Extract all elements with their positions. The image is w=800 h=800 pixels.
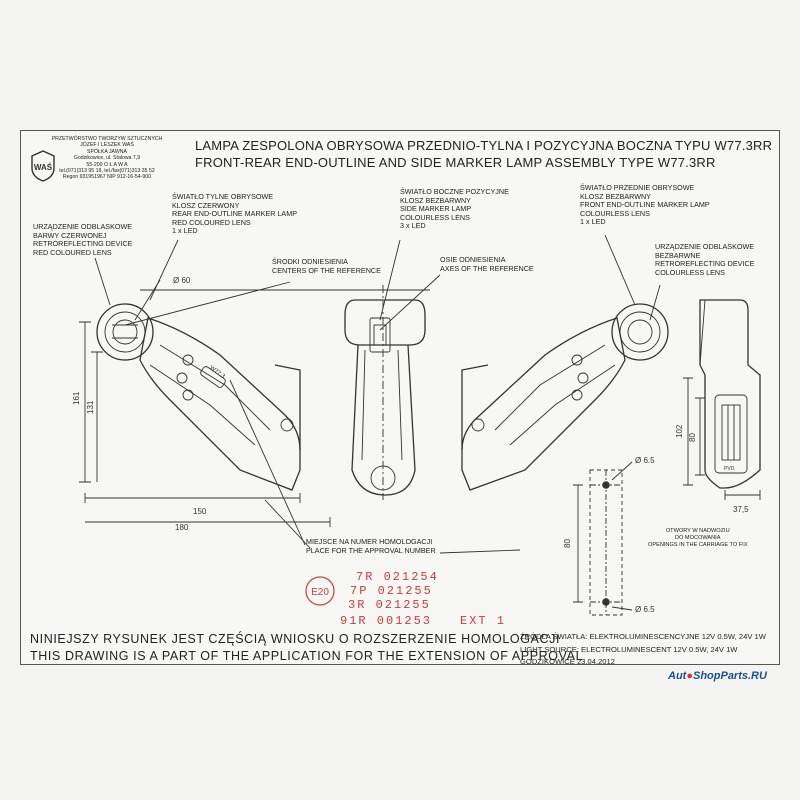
center-view-lamp (344, 285, 426, 500)
label-front-lamp: ŚWIATŁO PRZEDNIE OBRYSOWE KLOSZ BEZBARWN… (580, 183, 710, 227)
company-line: PRZETWÓRSTWO TWORZYW SZTUCZNYCH (51, 136, 163, 142)
company-line: Regon 931951967 NIP 912-16-54-900 (62, 174, 152, 181)
company-line: Godzikowice, ul. Stalowa 7,9 (73, 155, 141, 162)
dim-d60: Ø 60 (173, 276, 191, 285)
watermark: Aut●ShopParts.RU (668, 670, 767, 682)
dim-102: 102 (675, 424, 684, 438)
dim-80: 80 (688, 433, 697, 442)
approval-code-7p: 7P 021255 (350, 584, 433, 598)
label-centers-reference: ŚRODKI ODNIESIENIA CENTERS OF THE REFERE… (272, 257, 381, 275)
left-view-lamp (79, 279, 331, 527)
company-line: tel.(071)313 95 18, tel./fax(071)313 35 … (59, 168, 155, 175)
leader-approval-1 (229, 379, 306, 546)
leader-approval-3 (439, 549, 521, 554)
title-polish: LAMPA ZESPOLONA OBRYSOWA PRZEDNIO-TYLNA … (195, 138, 773, 153)
company-logo: WAŚ (30, 150, 56, 187)
watermark-wheel-icon: ● (686, 670, 693, 682)
approval-code-3r: 3R 021255 (348, 598, 431, 612)
pvd-marking: PVD (724, 466, 735, 472)
dim-80-holes: 80 (563, 539, 572, 548)
dim-150: 150 (193, 507, 207, 516)
approval-ext: EXT 1 (460, 614, 507, 628)
title-english: FRONT-REAR END-OUTLINE AND SIDE MARKER L… (195, 155, 716, 170)
label-axes-reference: OSIE ODNIESIENIA AXES OF THE REFERENCE (440, 255, 534, 273)
note-english: THIS DRAWING IS A PART OF THE APPLICATIO… (30, 649, 584, 663)
company-address: PRZETWÓRSTWO TWORZYW SZTUCZNYCH JÓZEF I … (32, 136, 182, 181)
leader-front-lamp (604, 234, 636, 306)
light-source-english: LIGHT SOURCE: ELECTROLUMINESCENT 12V 0.5… (520, 645, 738, 654)
dim-d6-5-bottom: Ø 6.5 (635, 605, 655, 614)
leader-reflector-red (94, 257, 111, 306)
company-line: JÓZEF I LESZEK WAŚ (80, 142, 134, 149)
approval-code-7r: 7R 021254 (356, 570, 439, 584)
place-date: GODZIKOWICE 23.04.2012 (520, 657, 615, 666)
logo-text: WAŚ (34, 163, 53, 172)
dim-37-5: 37,5 (733, 505, 749, 514)
label-approval-place: MIEJSCE NA NUMER HOMOLOGACJI PLACE FOR T… (306, 537, 436, 555)
label-reflector-red: URZĄDZENIE ODBLASKOWE BARWY CZERWONEJ RE… (33, 222, 133, 257)
leader-reflector-clear (649, 284, 661, 321)
emark-e20: E20 (311, 587, 329, 598)
label-rear-lamp: ŚWIATŁO TYLNE OBRYSOWE KLOSZ CZERWONY RE… (172, 192, 298, 236)
leader-centers (124, 281, 291, 326)
approval-code-91r: 91R 001253 (340, 614, 433, 628)
label-fixing-holes: OTWORY W NADWOZIU DO MOCOWANIA OPENINGS … (648, 528, 748, 548)
label-reflector-clear: URZĄDZENIE ODBLASKOWE BEZBARWNE RETROREF… (655, 242, 755, 277)
leader-rear-lamp (149, 239, 179, 301)
note-polish: NINIEJSZY RYSUNEK JEST CZĘŚCIĄ WNIOSKU O… (30, 632, 561, 646)
company-line: SPÓŁKA JAWNA (87, 148, 127, 155)
leader-approval-2 (264, 499, 311, 549)
label-side-lamp: ŚWIATŁO BOCZNE POZYCYJNE KLOSZ BEZBARWNY… (400, 187, 509, 231)
company-line: 55-200 O Ł A W A (86, 161, 128, 168)
right-view-lamp (461, 299, 761, 616)
arm-marking: W77.3 (208, 365, 226, 380)
dim-131: 131 (86, 400, 95, 414)
dim-d6-5-top: Ø 6.5 (635, 456, 655, 465)
dim-180: 180 (175, 523, 189, 532)
logo-shield-icon: WAŚ (31, 150, 55, 182)
dim-161: 161 (72, 391, 81, 405)
light-source-polish: ŹRÓDŁA ŚWIATŁA: ELEKTROLUMINESCENCYJNE 1… (520, 632, 766, 641)
